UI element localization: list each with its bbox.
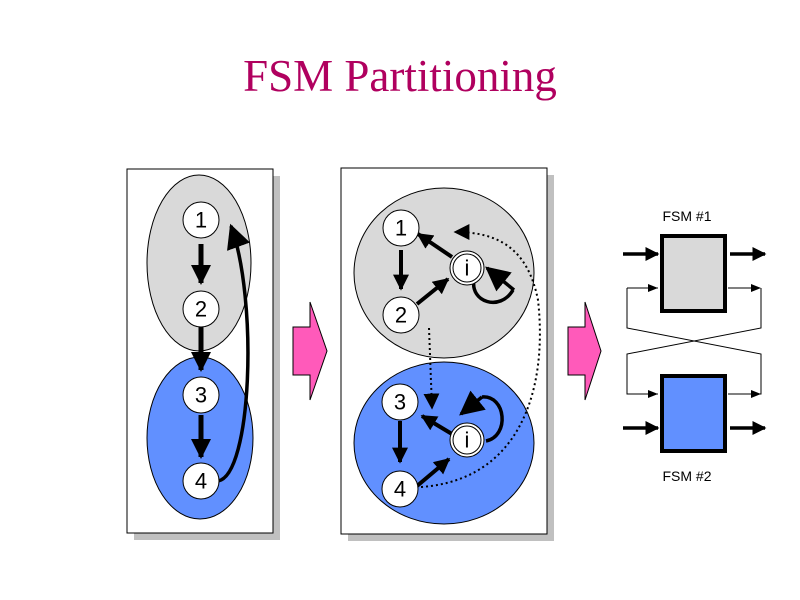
panel-partitioned-fsm: 1 2 i 3 4 i bbox=[340, 167, 554, 541]
partition-a-region bbox=[353, 187, 535, 359]
transform-arrow-icon bbox=[567, 301, 602, 401]
panel-original-fsm: 1 2 3 4 bbox=[126, 168, 280, 540]
idle-state-node: i bbox=[449, 250, 485, 286]
panel-implementation: FSM #1 FSM #2 bbox=[623, 208, 767, 484]
state-node: 4 bbox=[182, 462, 220, 500]
self-loop-arrow bbox=[472, 279, 515, 304]
state-node: 2 bbox=[382, 296, 420, 334]
state-label: 1 bbox=[195, 208, 207, 233]
state-label: 2 bbox=[195, 297, 207, 322]
fsm1-block bbox=[660, 234, 727, 313]
wire-arrowhead bbox=[751, 284, 761, 292]
page-title: FSM Partitioning bbox=[243, 51, 557, 101]
state-node: 1 bbox=[382, 209, 420, 247]
state-label: 3 bbox=[195, 383, 207, 408]
state-node: 3 bbox=[182, 376, 220, 414]
fsm2-label: FSM #2 bbox=[662, 468, 711, 484]
wire-arrowhead bbox=[751, 390, 761, 398]
transition-arrow bbox=[416, 232, 454, 259]
self-loop-arrow-head bbox=[459, 390, 486, 416]
transform-arrow-icon bbox=[292, 301, 328, 401]
fsm1-label: FSM #1 bbox=[662, 208, 711, 224]
transition-arrow bbox=[415, 277, 450, 306]
self-loop-arrow bbox=[481, 395, 504, 443]
state-node: 3 bbox=[381, 383, 419, 421]
self-loop-arrow-head bbox=[485, 266, 516, 292]
state-label: i bbox=[465, 428, 470, 453]
idle-state-node: i bbox=[449, 422, 485, 458]
wire-arrowhead bbox=[648, 284, 658, 292]
cross-partition-transition bbox=[423, 327, 440, 410]
state-label: 4 bbox=[195, 469, 207, 494]
transition-arrow-4-to-1 bbox=[217, 223, 251, 483]
partition-b-region bbox=[353, 361, 535, 525]
transition-arrow bbox=[415, 457, 451, 488]
state-node: 4 bbox=[381, 470, 419, 508]
wire-arrowhead bbox=[648, 390, 658, 398]
fsm2-block bbox=[660, 374, 727, 453]
state-label: i bbox=[465, 256, 470, 281]
state-label: 3 bbox=[394, 390, 406, 415]
transition-arrow bbox=[420, 414, 454, 436]
state-node: 2 bbox=[182, 290, 220, 328]
state-label: 4 bbox=[394, 477, 406, 502]
cross-coupling-wires bbox=[626, 287, 762, 395]
state-label: 2 bbox=[395, 303, 407, 328]
state-label: 1 bbox=[395, 216, 407, 241]
cross-partition-transition bbox=[420, 224, 541, 488]
state-node: 1 bbox=[182, 201, 220, 239]
